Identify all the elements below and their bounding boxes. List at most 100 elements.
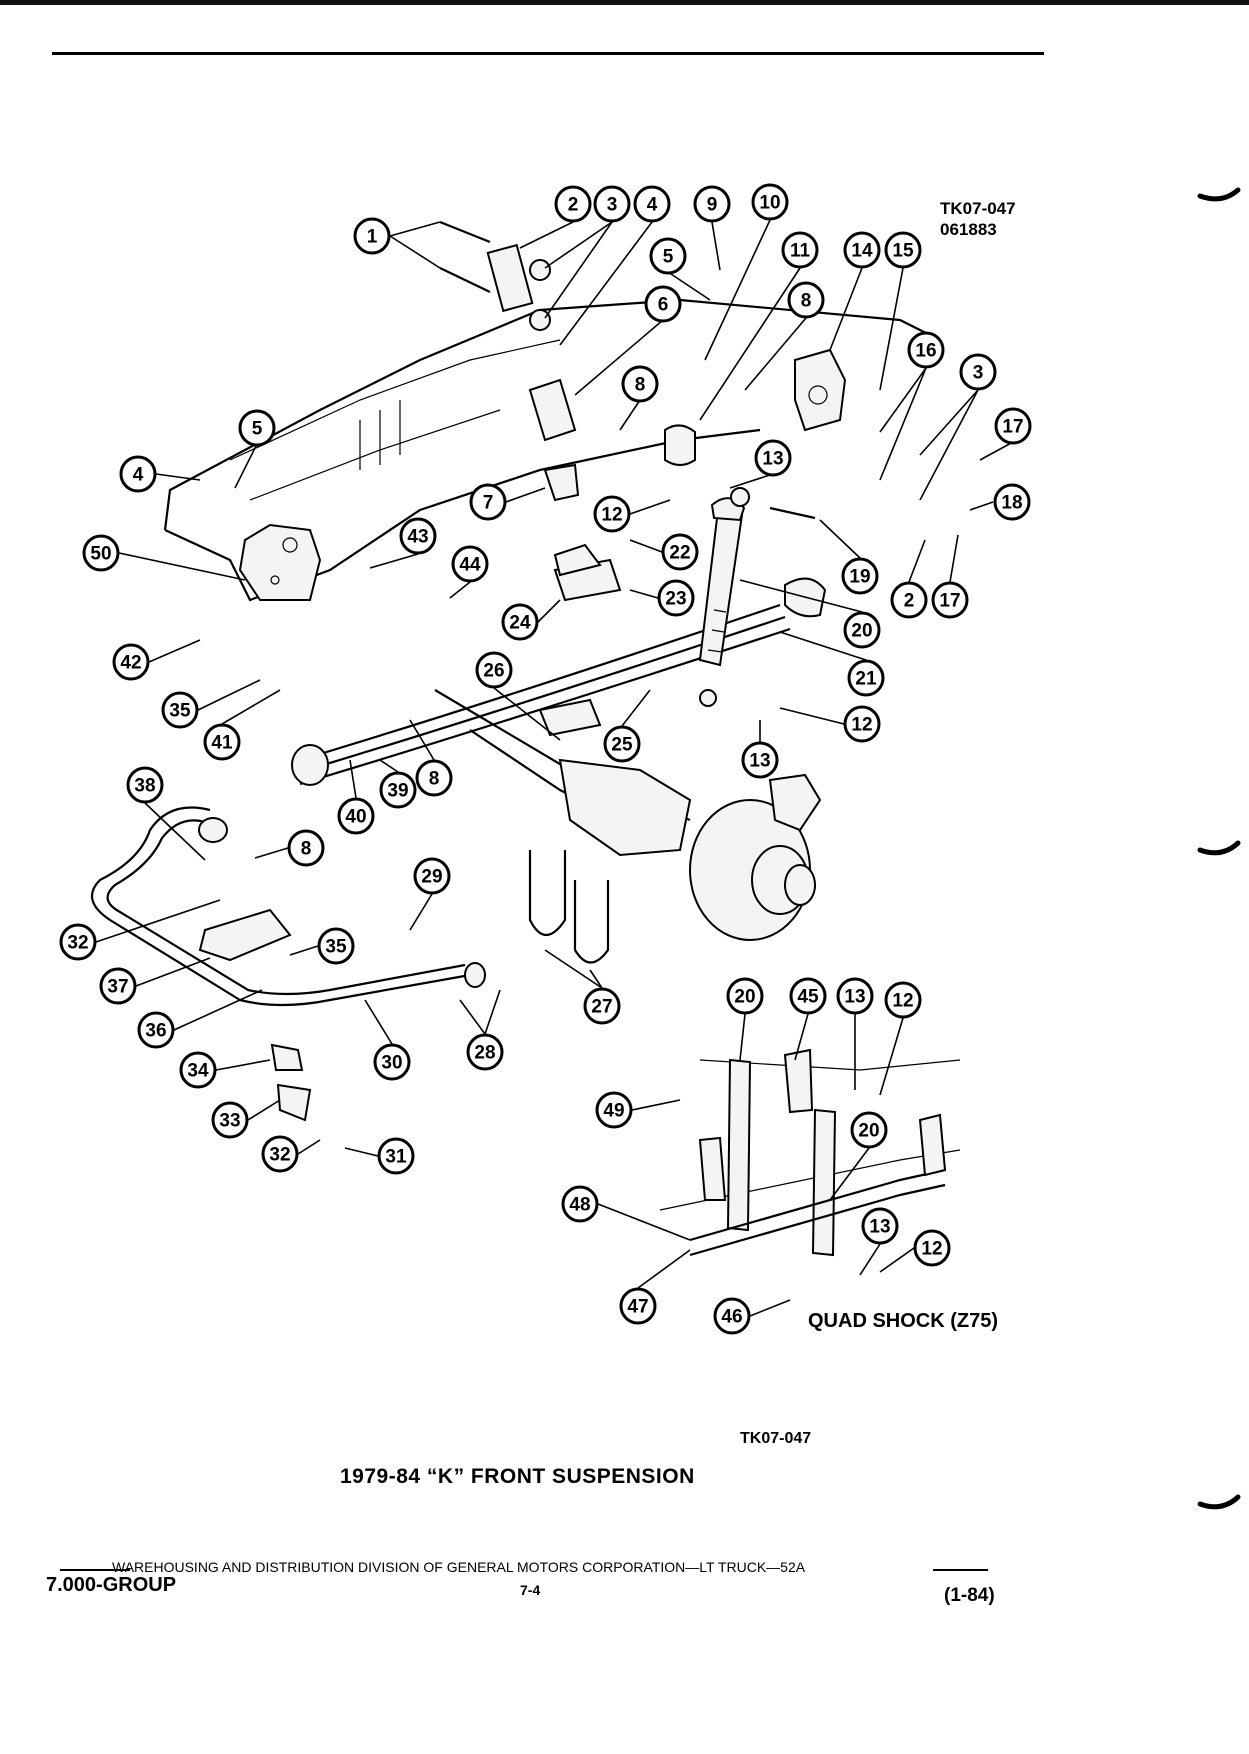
- callout-29: 29: [413, 857, 451, 895]
- quad-shock-inset: [659, 1048, 961, 1257]
- callout-number: 28: [474, 1043, 495, 1064]
- callout-13: 13: [836, 977, 874, 1015]
- callout-number: 20: [851, 621, 872, 642]
- callout-24: 24: [501, 603, 539, 641]
- callout-number: 16: [915, 341, 936, 362]
- stabilizer-bar: [90, 806, 486, 1122]
- callout-number: 20: [858, 1121, 879, 1142]
- figure-title: 1979-84 “K” FRONT SUSPENSION: [340, 1465, 695, 1488]
- front-axle: [434, 689, 822, 941]
- callout-number: 13: [844, 987, 865, 1008]
- callout-49: 49: [595, 1091, 633, 1129]
- callout-number: 10: [759, 193, 780, 214]
- callout-9: 9: [693, 185, 731, 223]
- callout-number: 49: [603, 1101, 624, 1122]
- u-bolts: [528, 850, 610, 964]
- callout-19: 19: [841, 557, 879, 595]
- callout-number: 8: [635, 375, 646, 396]
- callout-32: 32: [59, 923, 97, 961]
- callout-number: 13: [869, 1217, 890, 1238]
- callout-number: 20: [734, 987, 755, 1008]
- callout-12: 12: [593, 495, 631, 533]
- callout-10: 10: [751, 183, 789, 221]
- callout-number: 17: [1002, 417, 1023, 438]
- frame-rail: [163, 298, 941, 602]
- callout-number: 29: [421, 867, 442, 888]
- callout-13: 13: [754, 439, 792, 477]
- footer-date: (1-84): [944, 1585, 995, 1606]
- callout-35: 35: [161, 691, 199, 729]
- callout-number: 25: [611, 735, 633, 756]
- callout-32: 32: [261, 1135, 299, 1173]
- callout-number: 9: [707, 195, 718, 216]
- callout-22: 22: [661, 533, 699, 571]
- upper-bolts: [439, 220, 551, 331]
- top-border: [0, 0, 1249, 5]
- callout-number: 34: [187, 1061, 209, 1082]
- footer-publisher-line: WAREHOUSING AND DISTRIBUTION DIVISION OF…: [112, 1559, 806, 1575]
- callout-number: 21: [855, 669, 877, 690]
- callout-number: 19: [849, 567, 870, 588]
- callout-43: 43: [399, 517, 437, 555]
- callout-48: 48: [561, 1185, 599, 1223]
- bump-stop-bracket: [528, 378, 696, 502]
- callout-number: 22: [669, 543, 690, 564]
- callout-14: 14: [843, 231, 881, 269]
- callout-12: 12: [913, 1229, 951, 1267]
- drawing-number: 061883: [940, 220, 997, 239]
- callout-40: 40: [337, 797, 375, 835]
- callout-37: 37: [99, 967, 137, 1005]
- callout-16: 16: [907, 331, 945, 369]
- callout-number: 31: [385, 1147, 407, 1168]
- callout-30: 30: [373, 1043, 411, 1081]
- callout-26: 26: [475, 651, 513, 689]
- callout-17: 17: [994, 407, 1032, 445]
- callout-number: 17: [939, 591, 960, 612]
- callout-number: 27: [591, 997, 612, 1018]
- callout-number: 12: [851, 715, 872, 736]
- figure-code-bottom: TK07-047: [740, 1430, 812, 1447]
- callout-number: 48: [569, 1195, 590, 1216]
- callout-number: 43: [407, 527, 428, 548]
- binder-mark-bottom: [1197, 1494, 1241, 1510]
- callout-41: 41: [203, 723, 241, 761]
- callout-number: 40: [345, 807, 366, 828]
- callout-number: 50: [90, 544, 111, 565]
- callout-number: 33: [219, 1111, 240, 1132]
- callout-50: 50: [82, 534, 120, 572]
- footer-rule-left: [60, 1569, 130, 1571]
- footer-page-number: 7-4: [520, 1582, 541, 1598]
- footer-rule-right: [933, 1569, 988, 1571]
- callout-36: 36: [137, 1011, 175, 1049]
- callout-number: 8: [429, 769, 440, 790]
- callout-31: 31: [377, 1137, 415, 1175]
- callout-8: 8: [621, 365, 659, 403]
- callout-21: 21: [847, 659, 885, 697]
- callout-39: 39: [379, 771, 417, 809]
- callout-18: 18: [993, 483, 1031, 521]
- callout-13: 13: [741, 741, 779, 779]
- callout-number: 36: [145, 1021, 166, 1042]
- callout-1: 1: [353, 217, 391, 255]
- callout-number: 23: [665, 589, 686, 610]
- callout-number: 39: [387, 781, 408, 802]
- callout-44: 44: [451, 545, 489, 583]
- callout-45: 45: [789, 977, 827, 1015]
- callout-number: 2: [904, 591, 915, 612]
- callout-27: 27: [583, 987, 621, 1025]
- front-spring-hanger: [238, 523, 322, 601]
- callout-34: 34: [179, 1051, 217, 1089]
- callout-47: 47: [619, 1287, 657, 1325]
- shock-absorber: [698, 487, 816, 707]
- callout-number: 32: [67, 933, 88, 954]
- callout-number: 18: [1001, 493, 1022, 514]
- callout-2: 2: [890, 581, 928, 619]
- callout-number: 4: [133, 465, 144, 486]
- callout-35: 35: [317, 927, 355, 965]
- callout-number: 45: [797, 987, 819, 1008]
- callout-38: 38: [126, 766, 164, 804]
- callout-number: 7: [483, 493, 494, 514]
- callout-8: 8: [787, 281, 825, 319]
